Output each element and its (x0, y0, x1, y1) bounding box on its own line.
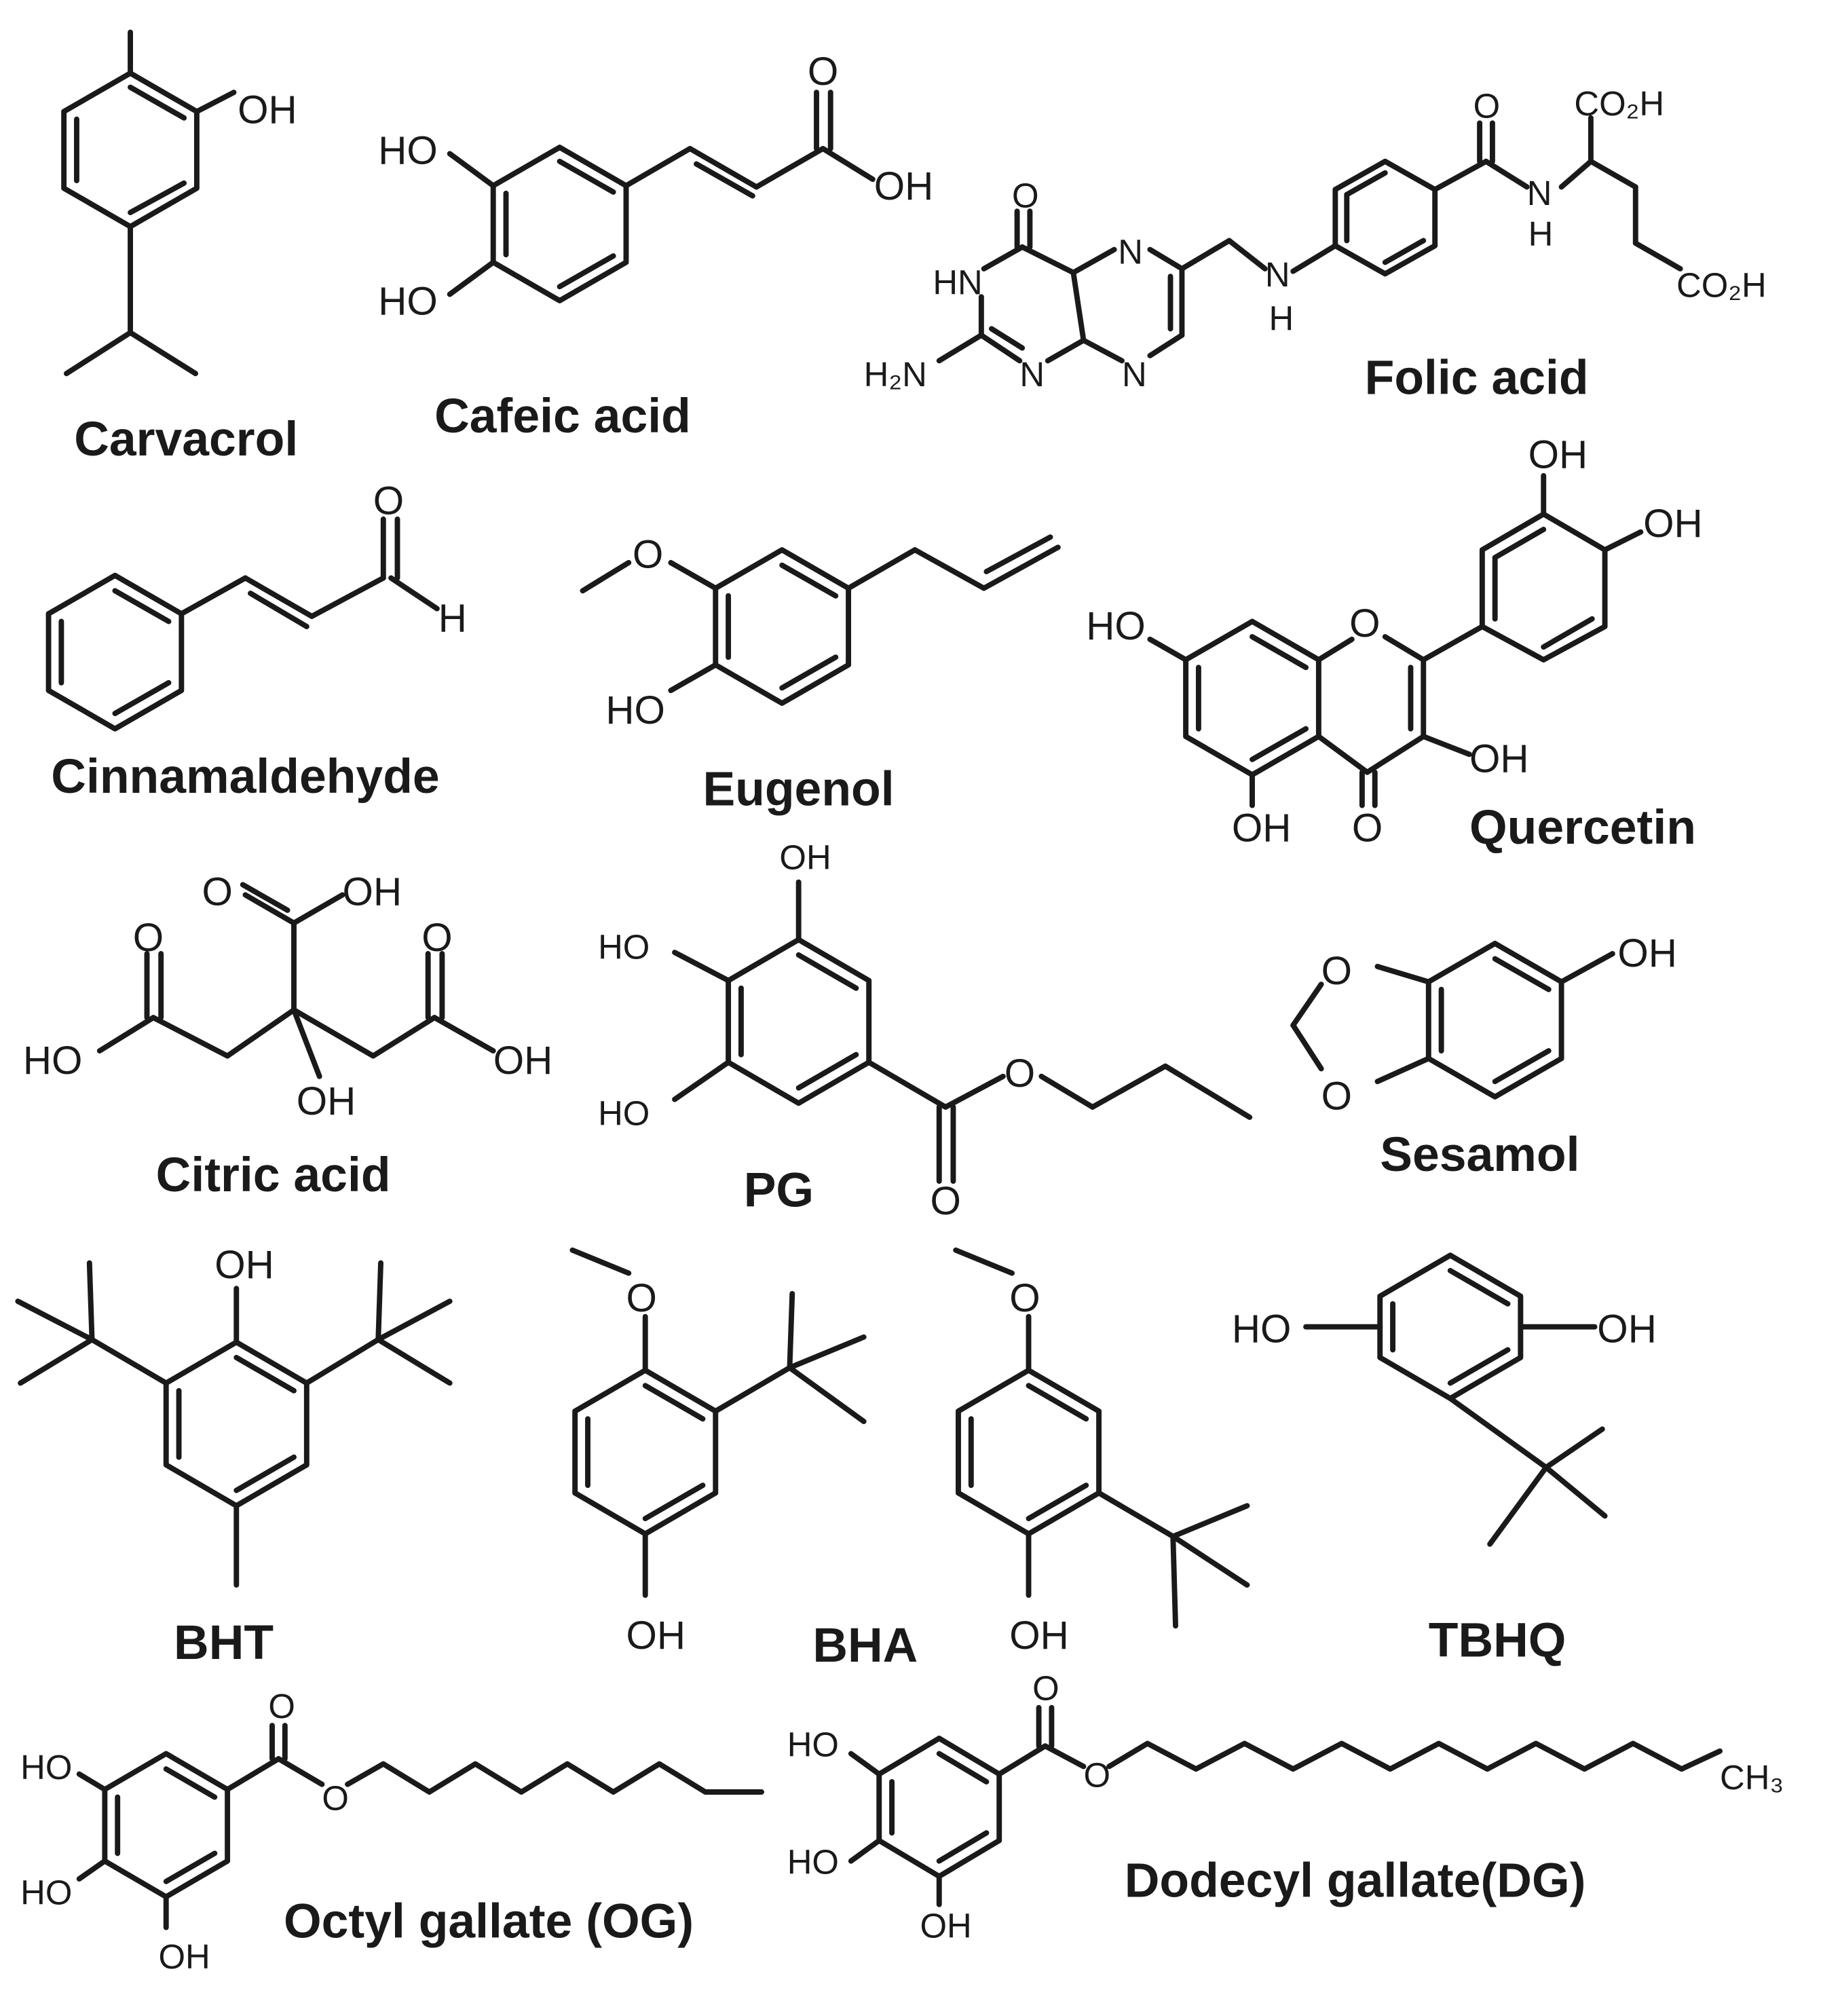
atom-o: O (268, 1687, 295, 1725)
structure-dodecyl-gallate: HO HO OH O O CH₃ Dodecyl gallate(DG) (787, 1668, 1784, 1945)
atom-oh: OH (874, 164, 934, 208)
atom-co2h: CO₂H (1676, 265, 1767, 304)
label-caffeic-acid: Cafeic acid (434, 389, 691, 443)
structure-octyl-gallate: HO HO OH O O Octyl gallate (OG) (20, 1687, 765, 1976)
label-folic-acid: Folic acid (1365, 350, 1589, 405)
structure-bha: O OH O OH BHA (569, 1247, 1250, 1673)
atom-oh: OH (214, 1243, 274, 1287)
atom-n: N (1122, 355, 1147, 394)
atom-ho: HO (787, 1725, 839, 1763)
atom-oh: OH (920, 1907, 972, 1945)
structure-cinnamaldehyde: O H Cinnamaldehyde (45, 479, 467, 804)
atom-o: O (633, 532, 663, 576)
label-pg: PG (744, 1163, 814, 1218)
atom-n: N (1265, 255, 1290, 294)
structure-propyl-gallate: OH HO HO O O PG (598, 838, 1253, 1223)
label-bha: BHA (812, 1618, 918, 1673)
atom-oh: OH (1528, 433, 1588, 477)
atom-ho: HO (20, 1873, 72, 1912)
atom-o: O (808, 50, 838, 94)
structure-bht: OH BHT (15, 1243, 453, 1670)
label-bht: BHT (174, 1616, 274, 1670)
atom-oh: OH (238, 88, 297, 132)
label-cinnamaldehyde: Cinnamaldehyde (51, 749, 439, 804)
atom-ho: HO (23, 1039, 83, 1083)
structure-tbhq: HO OH TBHQ (1232, 1252, 1657, 1667)
atom-o: O (1321, 1075, 1352, 1119)
structure-caffeic-acid: HO HO O OH Cafeic acid (378, 50, 933, 443)
atom-ho: HO (787, 1842, 839, 1881)
atom-oh: OH (1597, 1307, 1657, 1351)
label-carvacrol: Carvacrol (74, 412, 298, 466)
label-sesamol: Sesamol (1380, 1127, 1579, 1182)
atom-co2h: CO₂H (1574, 84, 1664, 123)
atom-oh: OH (626, 1613, 686, 1658)
label-quercetin: Quercetin (1469, 800, 1696, 855)
atom-ho: HO (598, 928, 650, 967)
atom-h: H (1528, 214, 1554, 253)
atom-o: O (1083, 1755, 1110, 1794)
atom-ho: HO (598, 1094, 650, 1132)
atom-oh: OH (297, 1079, 356, 1123)
atom-ho: HO (1232, 1307, 1292, 1351)
structure-folic-acid: O HN H₂N N N N N H O N H CO₂H CO₂H Folic… (864, 84, 1767, 405)
label-tbhq: TBHQ (1429, 1613, 1566, 1667)
atom-o: O (133, 916, 164, 960)
atom-oh: OH (1643, 502, 1703, 546)
atom-hn: HN (933, 263, 982, 302)
atom-h2n: H₂N (864, 355, 927, 394)
atom-o: O (931, 1179, 961, 1223)
atom-o: O (1005, 1051, 1035, 1096)
atom-n: N (1019, 355, 1045, 394)
atom-o: O (421, 916, 452, 960)
atom-o: O (373, 479, 404, 523)
atom-oh: OH (1469, 737, 1529, 781)
atom-o: O (322, 1778, 349, 1817)
atom-oh: OH (493, 1039, 553, 1083)
structure-quercetin: O HO OH O OH OH OH Quercetin (1086, 433, 1702, 855)
atom-ho: HO (378, 129, 438, 173)
atom-ho: HO (20, 1748, 72, 1787)
atom-o: O (202, 870, 232, 914)
structure-sesamol: O O OH Sesamol (1290, 931, 1677, 1182)
atom-n: N (1118, 232, 1143, 271)
atom-o: O (1032, 1668, 1059, 1707)
label-eugenol: Eugenol (702, 762, 894, 817)
atom-oh: OH (1617, 931, 1677, 975)
atom-h: H (438, 597, 467, 641)
label-citric-acid: Citric acid (156, 1148, 391, 1202)
structure-carvacrol: OH Carvacrol (61, 29, 298, 466)
structure-citric-acid: O OH O O HO OH OH Citric acid (23, 870, 552, 1202)
atom-n: N (1527, 174, 1552, 212)
atom-o: O (1349, 601, 1380, 646)
label-octyl-gallate: Octyl gallate (OG) (284, 1894, 694, 1949)
structure-eugenol: O HO Eugenol (580, 532, 1061, 817)
atom-o: O (1352, 806, 1383, 850)
atom-ho: HO (378, 280, 438, 324)
atom-o: O (626, 1276, 656, 1320)
atom-oh: OH (779, 838, 831, 877)
atom-ho: HO (605, 688, 665, 732)
atom-o: O (1012, 176, 1039, 215)
atom-oh: OH (1009, 1613, 1069, 1658)
atom-oh: OH (343, 870, 402, 914)
atom-oh: OH (1232, 806, 1292, 850)
atom-oh: OH (158, 1937, 210, 1976)
atom-ch3: CH₃ (1720, 1758, 1784, 1797)
atom-o: O (1321, 949, 1352, 993)
atom-o: O (1009, 1276, 1040, 1320)
atom-h: H (1269, 299, 1294, 337)
label-dodecyl-gallate: Dodecyl gallate(DG) (1125, 1853, 1586, 1907)
atom-ho: HO (1086, 604, 1146, 648)
atom-o: O (1473, 87, 1501, 126)
